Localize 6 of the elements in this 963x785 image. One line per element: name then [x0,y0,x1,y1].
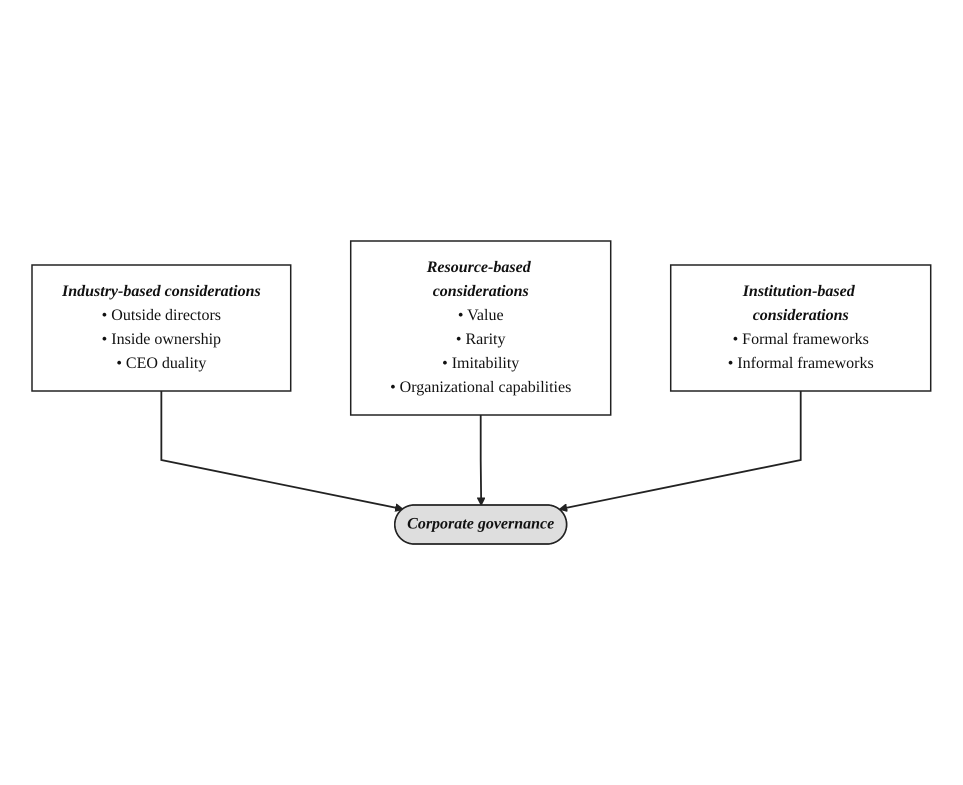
node-box [350,240,612,416]
arrow [160,391,404,512]
node-box [31,264,292,392]
node-box [670,264,932,392]
arrow [476,415,486,506]
arrow [558,391,802,512]
